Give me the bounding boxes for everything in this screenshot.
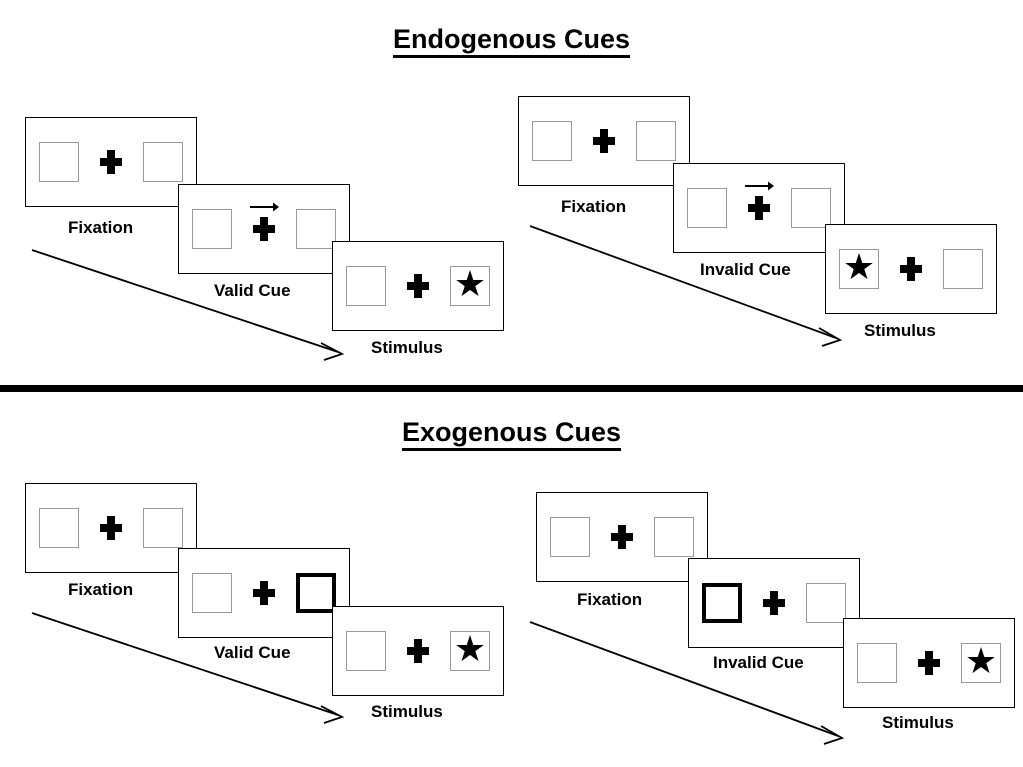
panel-endogenous-invalid-cue xyxy=(673,163,845,253)
panel-exogenous-valid-fixation xyxy=(25,483,197,573)
left-placeholder-box xyxy=(192,209,232,249)
fixation-cross-icon xyxy=(745,181,774,221)
right-placeholder-box-cued xyxy=(296,573,336,613)
left-placeholder-box-cued xyxy=(702,583,742,623)
caption-exogenous-invalid-fixation: Fixation xyxy=(577,590,643,609)
panel-exogenous-valid-cue xyxy=(178,548,350,638)
left-placeholder-box xyxy=(346,266,386,306)
caption-endogenous-valid-fixation: Fixation xyxy=(68,218,134,237)
section-title-exogenous-text: Exogenous Cues xyxy=(401,417,622,451)
panel-endogenous-valid-cue xyxy=(178,184,350,274)
right-placeholder-box: ★ xyxy=(450,631,490,671)
left-placeholder-box xyxy=(857,643,897,683)
left-placeholder-box xyxy=(346,631,386,671)
fixation-cross-icon xyxy=(592,128,616,154)
fixation-cross-icon xyxy=(252,580,276,606)
fixation-cross-icon xyxy=(917,650,941,676)
fixation-cross-icon xyxy=(406,638,430,664)
left-placeholder-box xyxy=(532,121,572,161)
right-placeholder-box xyxy=(791,188,831,228)
fixation-cross-icon xyxy=(610,524,634,550)
left-placeholder-box xyxy=(192,573,232,613)
right-arrow-cue-icon xyxy=(745,181,774,191)
right-placeholder-box xyxy=(943,249,983,289)
panel-endogenous-valid-fixation xyxy=(25,117,197,207)
right-placeholder-box xyxy=(143,142,183,182)
panel-exogenous-invalid-fixation xyxy=(536,492,708,582)
left-placeholder-box xyxy=(39,142,79,182)
fixation-cross-icon xyxy=(250,202,279,242)
right-placeholder-box xyxy=(296,209,336,249)
section-divider xyxy=(0,385,1023,392)
panel-endogenous-invalid-stimulus: ★ xyxy=(825,224,997,314)
caption-endogenous-invalid-fixation: Fixation xyxy=(561,197,627,216)
right-placeholder-box: ★ xyxy=(961,643,1001,683)
fixation-cross-icon xyxy=(99,515,123,541)
caption-exogenous-valid-cue: Valid Cue xyxy=(214,643,291,662)
caption-endogenous-invalid-cue: Invalid Cue xyxy=(700,260,791,279)
left-placeholder-box xyxy=(687,188,727,228)
fixation-cross-icon xyxy=(406,273,430,299)
time-arrow-exogenous-invalid xyxy=(529,621,845,745)
star-icon: ★ xyxy=(964,640,998,681)
left-placeholder-box xyxy=(550,517,590,557)
panel-exogenous-valid-stimulus: ★ xyxy=(332,606,504,696)
right-placeholder-box: ★ xyxy=(450,266,490,306)
time-arrow-endogenous-valid xyxy=(31,249,345,361)
right-placeholder-box xyxy=(806,583,846,623)
panel-exogenous-invalid-stimulus: ★ xyxy=(843,618,1015,708)
star-icon: ★ xyxy=(842,246,876,287)
right-placeholder-box xyxy=(654,517,694,557)
time-arrow-exogenous-valid xyxy=(31,612,345,724)
caption-endogenous-invalid-stimulus: Stimulus xyxy=(864,321,936,340)
caption-exogenous-valid-fixation: Fixation xyxy=(68,580,134,599)
caption-endogenous-valid-stimulus: Stimulus xyxy=(371,338,443,357)
star-icon: ★ xyxy=(453,263,487,304)
left-placeholder-box xyxy=(39,508,79,548)
time-arrow-endogenous-invalid xyxy=(529,225,843,347)
right-placeholder-box xyxy=(143,508,183,548)
fixation-cross-icon xyxy=(762,590,786,616)
caption-exogenous-invalid-stimulus: Stimulus xyxy=(882,713,954,732)
caption-exogenous-invalid-cue: Invalid Cue xyxy=(713,653,804,672)
panel-endogenous-valid-stimulus: ★ xyxy=(332,241,504,331)
right-placeholder-box xyxy=(636,121,676,161)
caption-exogenous-valid-stimulus: Stimulus xyxy=(371,702,443,721)
star-icon: ★ xyxy=(453,628,487,669)
section-title-endogenous: Endogenous Cues xyxy=(0,24,1023,58)
right-arrow-cue-icon xyxy=(250,202,279,212)
left-placeholder-box: ★ xyxy=(839,249,879,289)
caption-endogenous-valid-cue: Valid Cue xyxy=(214,281,291,300)
section-title-exogenous: Exogenous Cues xyxy=(0,417,1023,451)
panel-exogenous-invalid-cue xyxy=(688,558,860,648)
fixation-cross-icon xyxy=(899,256,923,282)
fixation-cross-icon xyxy=(99,149,123,175)
section-title-endogenous-text: Endogenous Cues xyxy=(392,24,630,58)
panel-endogenous-invalid-fixation xyxy=(518,96,690,186)
